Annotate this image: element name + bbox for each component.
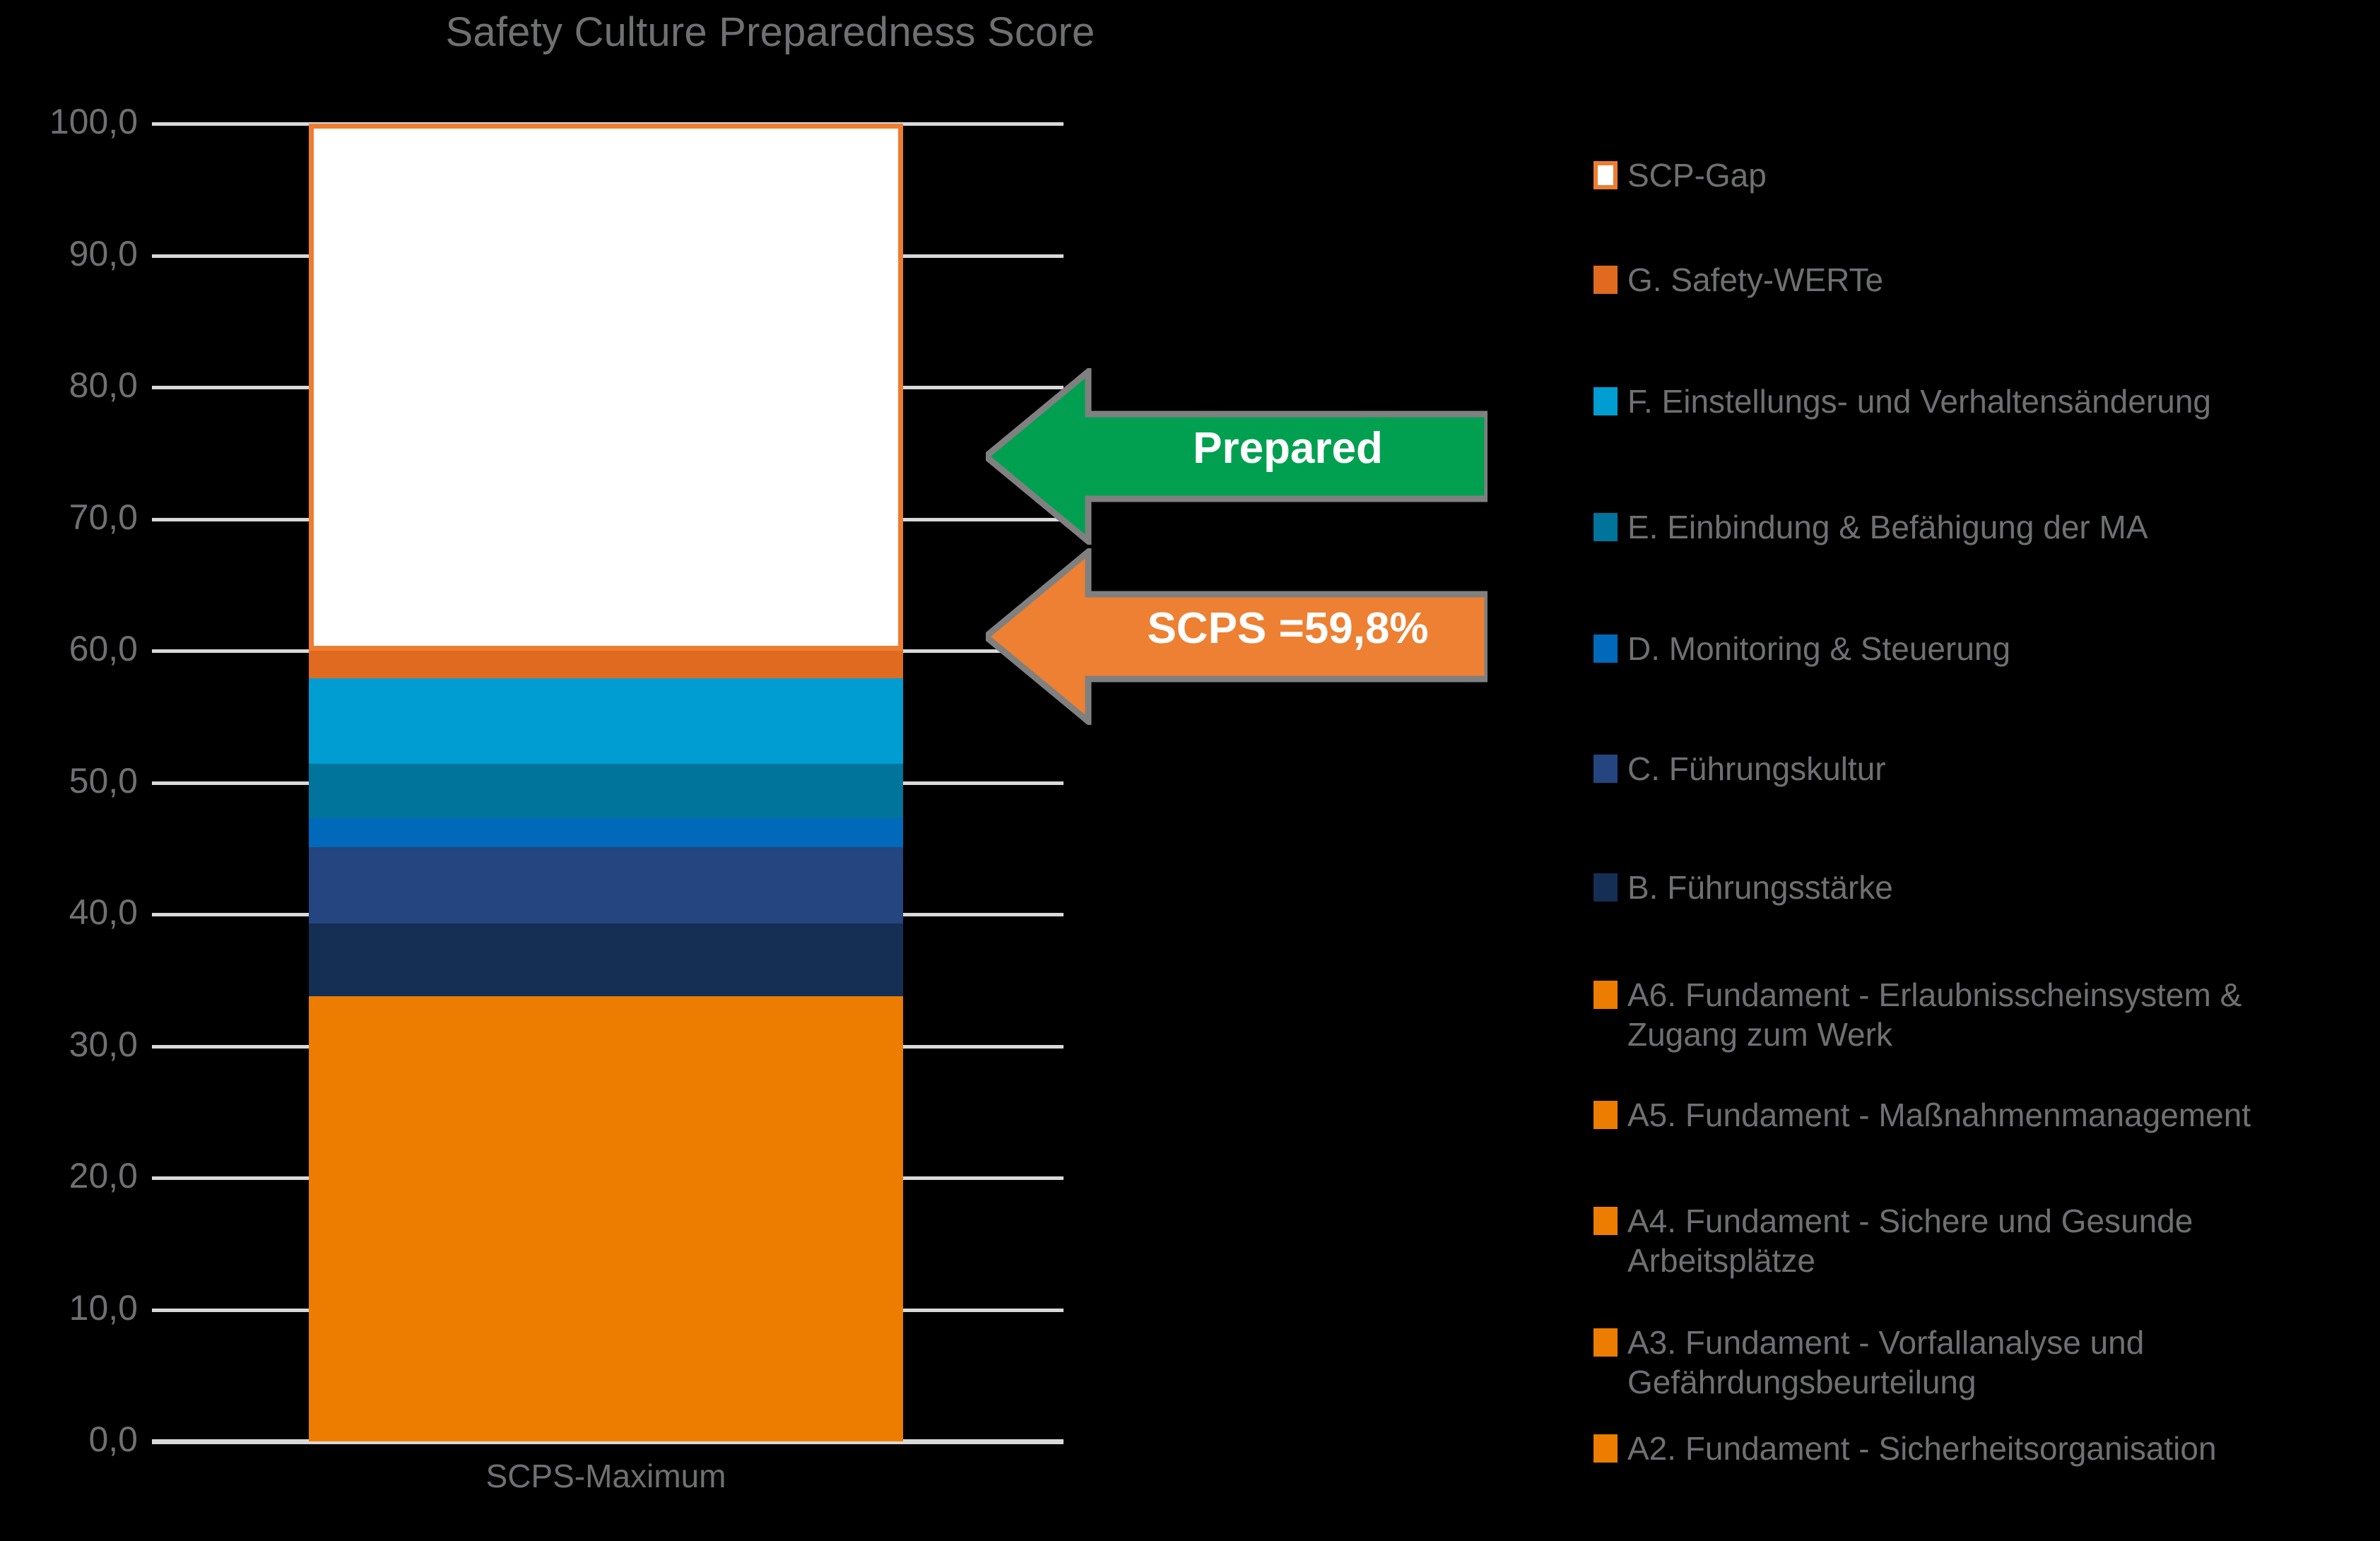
legend-item[interactable]: SCP-Gap: [1593, 155, 2357, 195]
y-axis-labels: 100,0 90,0 80,0 70,0 60,0 50,0 40,0 30,0 20,0 10,…: [0, 0, 138, 1541]
legend-item-label: C. Führungskultur: [1627, 750, 1886, 787]
scps-callout-arrow[interactable]: SCPS =59,8%: [986, 548, 1488, 725]
legend-item-label: SCP-Gap: [1627, 157, 1767, 194]
page-title: Safety Culture Preparedness Score: [445, 9, 1095, 55]
y-axis-tick-label: 80,0: [69, 365, 138, 405]
y-axis-tick-label: 0,0: [88, 1419, 138, 1459]
bar-segment[interactable]: [309, 1174, 903, 1263]
legend-swatch-icon: [1593, 387, 1618, 415]
legend-swatch-icon: [1593, 755, 1618, 783]
scps-callout-label: SCPS =59,8%: [1147, 604, 1429, 653]
legend-item-label: B. Führungsstärke: [1627, 869, 1893, 906]
legend-item-label: A6. Fundament - Erlaubnisscheinsystem & …: [1627, 976, 2242, 1053]
bar-segment[interactable]: [309, 996, 903, 1085]
bar-segment[interactable]: [309, 1084, 903, 1174]
legend-swatch-icon: [1593, 873, 1618, 902]
y-axis-tick-label: 70,0: [69, 497, 138, 537]
legend-item[interactable]: A2. Fundament - Sicherheitsorganisation: [1593, 1429, 2357, 1468]
bar-segment[interactable]: [309, 846, 903, 924]
y-axis-tick-label: 90,0: [69, 233, 138, 273]
legend-item[interactable]: A5. Fundament - Maßnahmenmanagement: [1593, 1095, 2357, 1135]
y-axis-tick-label: 20,0: [69, 1156, 138, 1195]
axis-baseline: [152, 1439, 1064, 1444]
y-axis-tick-label: 50,0: [69, 760, 138, 801]
y-axis-tick-label: 60,0: [69, 629, 138, 668]
legend-item[interactable]: B. Führungsstärke: [1593, 868, 2357, 907]
legend-item-label: E. Einbindung & Befähigung der MA: [1627, 509, 2148, 545]
y-axis-tick-label: 40,0: [69, 892, 138, 932]
bar-segment[interactable]: [309, 1262, 903, 1352]
legend-swatch-icon: [1593, 1207, 1618, 1235]
prepared-callout-arrow[interactable]: Prepared: [986, 368, 1488, 545]
legend-item-label: F. Einstellungs- und Verhaltensänderung: [1627, 383, 2212, 420]
legend-swatch-icon: [1593, 1434, 1618, 1463]
bar-segment[interactable]: [309, 1352, 903, 1441]
legend-swatch-icon: [1593, 1328, 1618, 1357]
legend: SCP-Gap G. Safety-WERTe F. Einstellungs- u…: [1593, 0, 2380, 1541]
bar-segment[interactable]: [309, 651, 903, 679]
y-axis-tick-label: 10,0: [69, 1287, 138, 1328]
bar-segment[interactable]: [309, 124, 903, 651]
legend-item[interactable]: A6. Fundament - Erlaubnisscheinsystem & …: [1593, 975, 2357, 1054]
legend-item-label: G. Safety-WERTe: [1627, 261, 1884, 298]
legend-item-label: A3. Fundament - Vorfallanalyse und Gefäh…: [1627, 1324, 2145, 1401]
legend-item-label: A2. Fundament - Sicherheitsorganisation: [1627, 1430, 2217, 1467]
legend-item[interactable]: A4. Fundament - Sichere und Gesunde Arbe…: [1593, 1201, 2357, 1280]
legend-item[interactable]: D. Monitoring & Steuerung: [1593, 629, 2357, 668]
bar-segment[interactable]: [309, 764, 903, 818]
legend-swatch-icon: [1593, 161, 1618, 189]
legend-item-label: D. Monitoring & Steuerung: [1627, 630, 2011, 667]
legend-item[interactable]: G. Safety-WERTe: [1593, 260, 2357, 300]
legend-swatch-icon: [1593, 981, 1618, 1009]
prepared-callout-label: Prepared: [1193, 424, 1383, 473]
y-axis-tick-label: 100,0: [49, 102, 138, 141]
plot-area: 100,0 90,0 80,0 70,0 60,0 50,0 40,0 30,0 20,0 10,…: [0, 0, 1064, 1541]
legend-swatch-icon: [1593, 1101, 1618, 1129]
x-axis-category-label: SCPS-Maximum: [485, 1458, 726, 1494]
legend-item[interactable]: A3. Fundament - Vorfallanalyse und Gefäh…: [1593, 1323, 2357, 1402]
legend-swatch-icon: [1593, 266, 1618, 294]
legend-swatch-icon: [1593, 513, 1618, 541]
stacked-bar[interactable]: [309, 124, 903, 1441]
legend-item-label: A4. Fundament - Sichere und Gesunde Arbe…: [1627, 1203, 2193, 1280]
legend-item[interactable]: F. Einstellungs- und Verhaltensänderung: [1593, 382, 2357, 421]
legend-item[interactable]: C. Führungskultur: [1593, 749, 2357, 789]
bar-segment[interactable]: [309, 923, 903, 996]
bar-segment[interactable]: [309, 817, 903, 847]
y-axis-tick-label: 30,0: [69, 1024, 138, 1064]
legend-item-label: A5. Fundament - Maßnahmenmanagement: [1627, 1097, 2251, 1133]
legend-item[interactable]: E. Einbindung & Befähigung der MA: [1593, 507, 2357, 547]
legend-swatch-icon: [1593, 634, 1618, 663]
bar-segment[interactable]: [309, 678, 903, 764]
